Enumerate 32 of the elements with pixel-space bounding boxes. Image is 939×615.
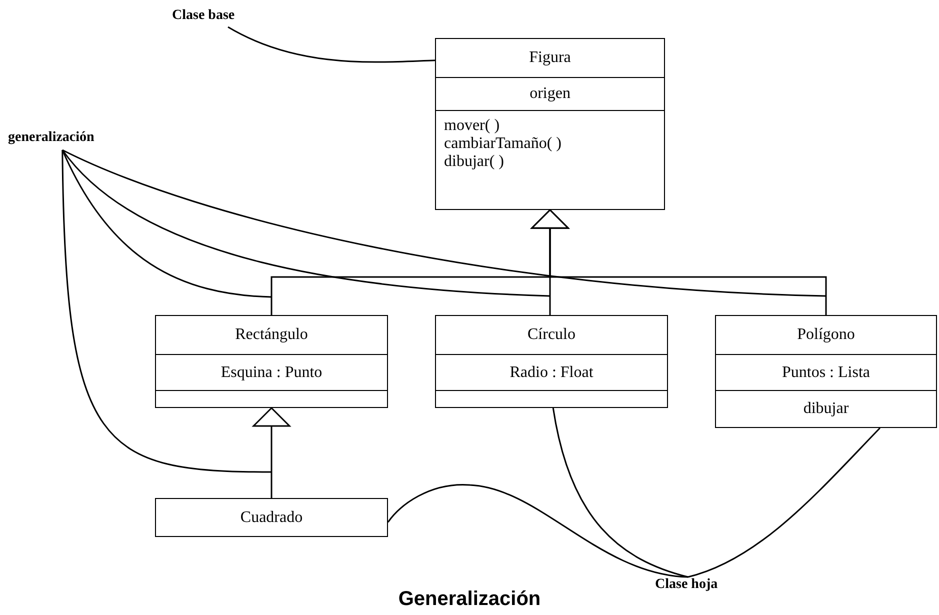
attribute-text: Puntos : Lista: [782, 364, 870, 382]
leader-line: [688, 427, 880, 578]
caption: Generalización: [397, 588, 542, 611]
class-box: [435, 38, 665, 210]
annotation-label: generalización: [8, 130, 168, 150]
leader-line: [62, 149, 826, 297]
leader-line: [62, 150, 272, 298]
class-name: Círculo: [528, 326, 576, 344]
class-name: Polígono: [797, 326, 855, 344]
leader-line: [62, 150, 272, 473]
annotation-label: Clase base: [172, 8, 272, 28]
class-box: [435, 315, 668, 408]
class-name: Figura: [529, 49, 571, 67]
method-text: cambiarTamaño( ): [444, 135, 562, 153]
method-text: dibujar: [803, 400, 849, 418]
annotation-label: Clase hoja: [655, 577, 755, 597]
leader-line: [552, 408, 688, 578]
leader-line: [228, 26, 436, 63]
attribute-text: Esquina : Punto: [220, 364, 322, 382]
attribute-text: Radio : Float: [510, 364, 594, 382]
class-box: [155, 498, 388, 537]
attribute-text: origen: [530, 85, 570, 103]
leader-line: [62, 150, 550, 297]
class-name: Cuadrado: [240, 508, 303, 526]
method-text: mover( ): [444, 117, 500, 135]
method-text: dibujar( ): [444, 153, 504, 171]
class-name: Rectángulo: [235, 326, 308, 344]
generalization-arrow: [531, 209, 827, 315]
generalization-arrow: [252, 407, 290, 498]
leader-line: [387, 484, 688, 578]
class-box: [155, 315, 388, 408]
class-box: [715, 315, 937, 428]
